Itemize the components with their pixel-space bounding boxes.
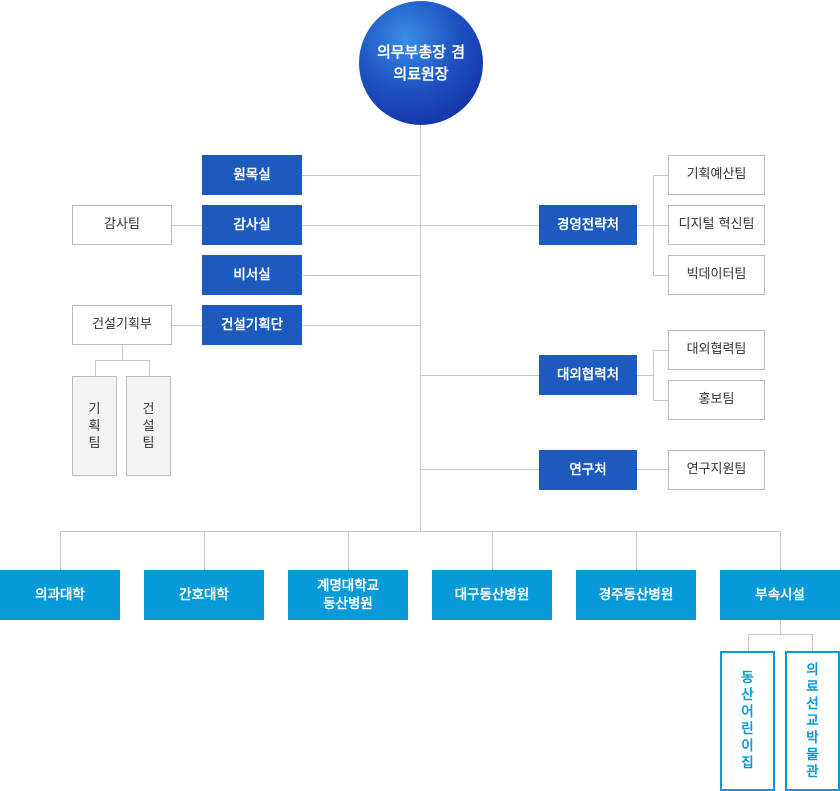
unit-construction-planning: 건설기획단 [202,305,302,345]
team-construction-label: 건설팀 [142,401,155,451]
inst-nursing-college-label: 간호대학 [179,587,229,603]
connector-strategy-t1 [653,175,668,176]
team-external-cooperation: 대외협력팀 [668,330,765,370]
connector-construction-bar [95,360,149,361]
connector-left-2 [301,225,420,226]
facility-museum-label: 의료선교박물관 [806,661,819,780]
connector-audit [172,225,202,226]
connector-construction-t1 [95,360,96,376]
connector-left-1 [301,175,420,176]
connector-bottom-d2 [204,531,205,570]
inst-keimyung-line1: 계명대학교 [316,578,380,594]
inst-gyeongju-dongsan-hospital: 경주동산병원 [576,570,696,620]
inst-daegu-label: 대구동산병원 [454,587,530,603]
inst-gyeongju-label: 경주동산병원 [598,587,674,603]
unit-external-affairs: 대외협력처 [539,355,637,395]
team-big-data: 빅데이터팀 [668,255,765,295]
facility-mission-museum: 의료선교박물관 [785,651,840,791]
team-planning-label: 기획팀 [88,401,101,451]
inst-keimyung-dongsan-hospital: 계명대학교 동산병원 [288,570,408,620]
unit-management-strategy: 경영전략처 [539,205,637,245]
inst-affiliated-facilities: 부속시설 [720,570,840,620]
connector-facilities-t2 [812,634,813,651]
connector-facilities-t1 [748,634,749,651]
connector-strategy-t2 [653,225,668,226]
inst-facilities-label: 부속시설 [755,587,805,603]
connector-right-1 [420,225,539,226]
team-public-relations: 홍보팀 [668,380,765,420]
connector-strategy-stub [637,225,653,226]
connector-bottom-d3 [348,531,349,570]
dept-construction: 건설기획부 [72,305,172,345]
connector-bottom-d4 [492,531,493,570]
inst-medical-college: 의과대학 [0,570,120,620]
connector-external-stub [637,375,653,376]
unit-chaplain: 원목실 [202,155,302,195]
president-node: 의무부총장 겸 의료원장 [359,1,483,125]
connector-bottom-d5 [636,531,637,570]
connector-bottom-bar [60,531,781,532]
connector-facilities-down [780,620,781,634]
connector-left-3 [301,275,420,276]
facility-daycare: 동산어린이집 [720,651,775,791]
connector-right-3 [420,469,539,470]
unit-audit: 감사실 [202,205,302,245]
connector-bottom-d6 [780,531,781,570]
team-audit: 감사팀 [72,205,172,245]
team-research-support: 연구지원팀 [668,450,765,490]
connector-strategy-t3 [653,275,668,276]
unit-secretariat: 비서실 [202,255,302,295]
connector-construction [172,325,202,326]
connector-external-t1 [653,350,668,351]
inst-daegu-dongsan-hospital: 대구동산병원 [432,570,552,620]
team-construction: 건설팀 [126,376,171,476]
team-budget-planning: 기획예산팀 [668,155,765,195]
connector-trunk [420,124,421,532]
team-digital-innovation: 디지털 혁신팀 [668,205,765,245]
connector-construction-t2 [149,360,150,376]
president-title-line2: 의료원장 [393,65,449,83]
connector-right-2 [420,375,539,376]
connector-external-bar [653,350,654,400]
team-planning: 기획팀 [72,376,117,476]
connector-research [637,469,668,470]
unit-research: 연구처 [539,450,637,490]
inst-medical-college-label: 의과대학 [35,587,85,603]
facility-daycare-label: 동산어린이집 [741,670,754,771]
inst-nursing-college: 간호대학 [144,570,264,620]
connector-external-t2 [653,400,668,401]
connector-bottom-d1 [60,531,61,570]
president-title-line1: 의무부총장 겸 [376,43,466,61]
connector-left-4 [301,325,420,326]
connector-facilities-bar [748,634,813,635]
inst-keimyung-line2: 동산병원 [323,596,373,612]
connector-construction-down [122,345,123,360]
